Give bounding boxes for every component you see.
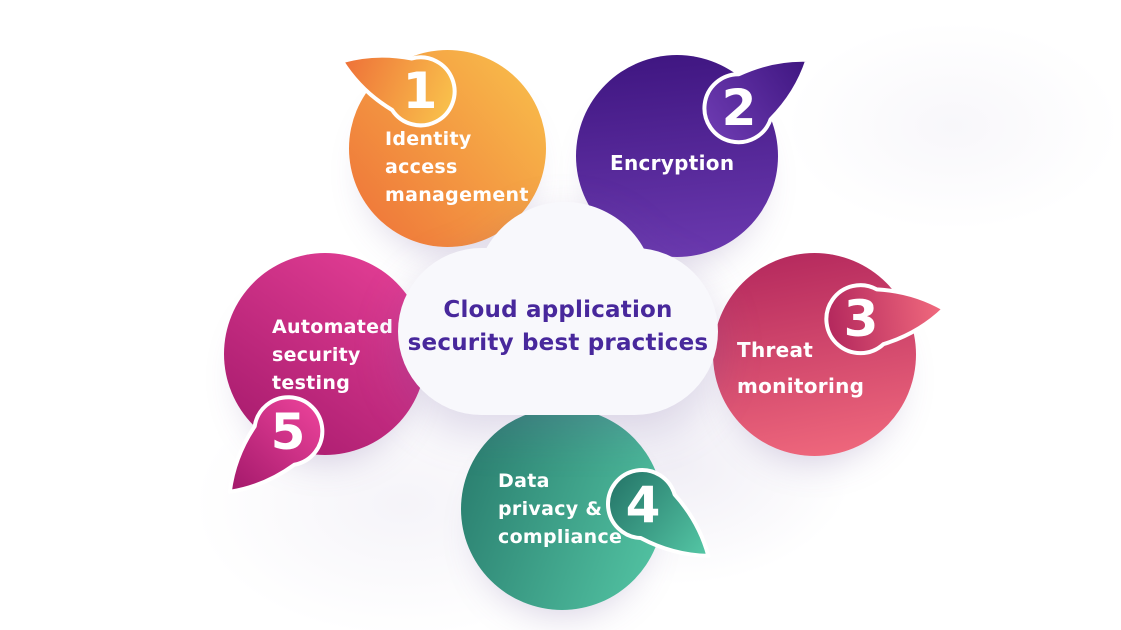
item-label-line: Encryption: [610, 151, 735, 175]
item-label-line: testing: [272, 372, 351, 394]
item-label-line: privacy &: [498, 498, 603, 520]
item-label: Identity access management: [385, 125, 529, 209]
item-label-line: Identity: [385, 128, 472, 150]
center-cloud: Cloud application security best practice…: [398, 202, 718, 415]
diagram-title-line: security best practices: [407, 330, 709, 356]
practice-item-identity-access-management: 1 Identity access management: [339, 50, 546, 247]
badge-number: 5: [270, 403, 306, 461]
number-badge-2: 2: [702, 48, 810, 148]
teardrop-shape-icon: [824, 283, 946, 356]
practice-item-data-privacy-compliance: 4 Data privacy & compliance: [461, 408, 711, 610]
item-label-line: security: [272, 344, 361, 366]
item-label-line: management: [385, 184, 529, 206]
number-badge-5: 5: [226, 394, 326, 494]
teardrop-shape-icon: [339, 53, 457, 128]
cloud-shape: [398, 202, 718, 415]
item-label-line: Automated: [272, 316, 394, 338]
badge-number: 4: [625, 476, 661, 534]
number-badge-4: 4: [606, 465, 711, 565]
number-badge-1: 1: [339, 35, 457, 135]
teardrop-shape-icon: [606, 468, 711, 558]
practice-item-automated-security-testing: 5 Automated security testing: [224, 253, 426, 494]
threat-circle-shape: [713, 253, 916, 456]
item-label: Data privacy & compliance: [498, 467, 622, 551]
item-label-line: compliance: [498, 526, 623, 548]
item-label-line: access: [385, 156, 458, 178]
practice-item-encryption: 2 Encryption: [576, 55, 810, 257]
item-label-line: Data: [498, 470, 550, 492]
number-badge-3: 3: [824, 267, 946, 367]
practice-item-threat-monitoring: 3 Threat monitoring: [713, 253, 946, 456]
teardrop-shape-icon: [227, 395, 325, 494]
badge-number: 2: [721, 79, 757, 137]
badge-number: 3: [843, 290, 879, 348]
item-label-line: monitoring: [737, 374, 865, 398]
teardrop-shape-icon: [702, 57, 810, 145]
item-label: Threat monitoring: [737, 332, 864, 404]
item-label: Encryption: [610, 149, 734, 177]
badge-number: 1: [402, 62, 438, 120]
item-label: Automated security testing: [272, 313, 393, 397]
diagram-title: Cloud application security best practice…: [398, 294, 718, 360]
cloud-body: [398, 248, 718, 415]
item-label-line: Threat: [737, 338, 814, 362]
diagram-title-line: Cloud application: [443, 297, 673, 323]
